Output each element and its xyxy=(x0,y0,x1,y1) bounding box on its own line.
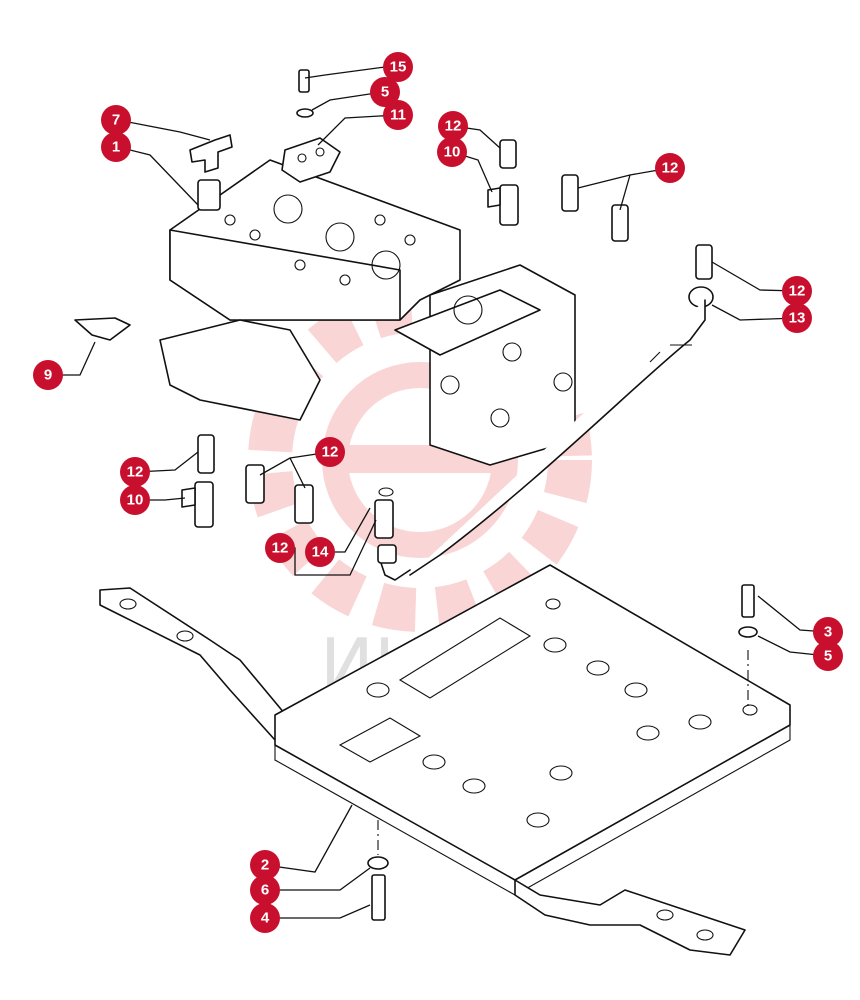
callout-label: 4 xyxy=(261,910,270,927)
callout-label: 12 xyxy=(322,444,339,461)
hydraulic-hose xyxy=(377,299,706,581)
callout-label: 13 xyxy=(789,310,806,327)
callout-label: 5 xyxy=(381,84,389,101)
callout-12: 12 xyxy=(782,276,812,306)
callout-7: 7 xyxy=(101,105,131,135)
callout-label: 12 xyxy=(127,464,144,481)
callout-label: 2 xyxy=(261,857,269,874)
mounting-plate xyxy=(99,564,791,956)
callout-2: 2 xyxy=(250,850,280,880)
callout-10: 10 xyxy=(437,137,467,167)
callout-14: 14 xyxy=(305,537,335,567)
callout-label: 11 xyxy=(390,107,406,124)
callout-6: 6 xyxy=(250,875,280,905)
callout-label: 15 xyxy=(390,59,407,76)
callout-5: 5 xyxy=(813,641,843,671)
callout-label: 5 xyxy=(824,648,832,665)
callout-label: 1 xyxy=(112,139,120,156)
fittings xyxy=(74,69,758,921)
callout-12: 12 xyxy=(315,437,345,467)
callout-3: 3 xyxy=(813,617,843,647)
callout-13: 13 xyxy=(782,303,812,333)
callout-4: 4 xyxy=(250,903,280,933)
control-valve-block xyxy=(159,137,576,466)
callout-label: 12 xyxy=(789,283,806,300)
callout-label: 12 xyxy=(445,118,462,135)
callout-label: 9 xyxy=(44,367,52,384)
callout-12: 12 xyxy=(655,153,685,183)
callout-11: 11 xyxy=(383,100,413,130)
callout-label: 6 xyxy=(261,882,269,899)
callout-label: 12 xyxy=(272,540,289,557)
callout-5: 5 xyxy=(370,77,400,107)
callout-label: 12 xyxy=(662,160,679,177)
callout-12: 12 xyxy=(265,533,295,563)
callout-label: 10 xyxy=(444,144,461,161)
callout-10: 10 xyxy=(120,485,150,515)
callout-12: 12 xyxy=(438,111,468,141)
callout-9: 9 xyxy=(33,360,63,390)
callout-12: 12 xyxy=(120,457,150,487)
callout-label: 7 xyxy=(112,112,120,129)
callout-label: 10 xyxy=(127,492,144,509)
leader-lines xyxy=(48,66,829,919)
callout-15: 15 xyxy=(383,52,413,82)
callout-1: 1 xyxy=(101,132,131,162)
callout-label: 14 xyxy=(312,544,329,561)
callout-label: 3 xyxy=(824,624,832,641)
